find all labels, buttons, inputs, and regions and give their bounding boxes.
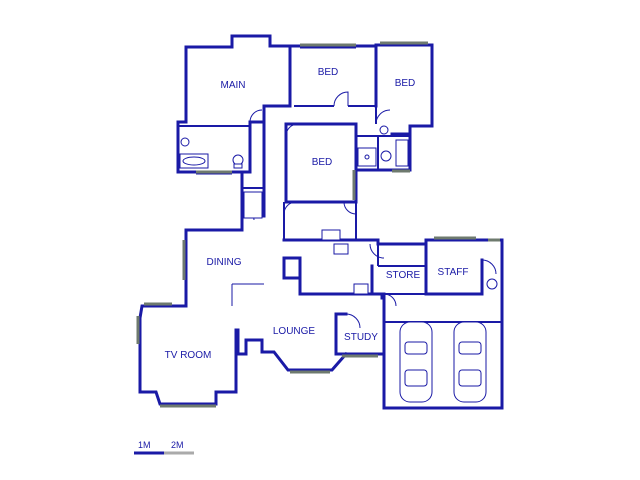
room-label-bed-2: BED <box>395 78 416 89</box>
room-label-tv-room: TV ROOM <box>165 350 212 361</box>
scale-label-2m: 2M <box>171 440 184 450</box>
room-label-dining: DINING <box>207 257 242 268</box>
room-label-study: STUDY <box>344 332 378 343</box>
scale-bar: 1M 2M <box>134 440 194 455</box>
room-label-staff: STAFF <box>438 267 469 278</box>
room-label-main: MAIN <box>221 80 246 91</box>
room-label-lounge: LOUNGE <box>273 326 316 337</box>
outer-walls <box>138 34 504 410</box>
room-label-bed-3: BED <box>312 157 333 168</box>
windows <box>136 41 500 408</box>
interior-walls <box>178 105 502 331</box>
scale-label-1m: 1M <box>138 440 151 450</box>
garage-cars <box>399 321 487 403</box>
room-label-bed-1: BED <box>318 67 339 78</box>
fixtures <box>179 125 498 295</box>
room-label-store: STORE <box>386 270 421 281</box>
